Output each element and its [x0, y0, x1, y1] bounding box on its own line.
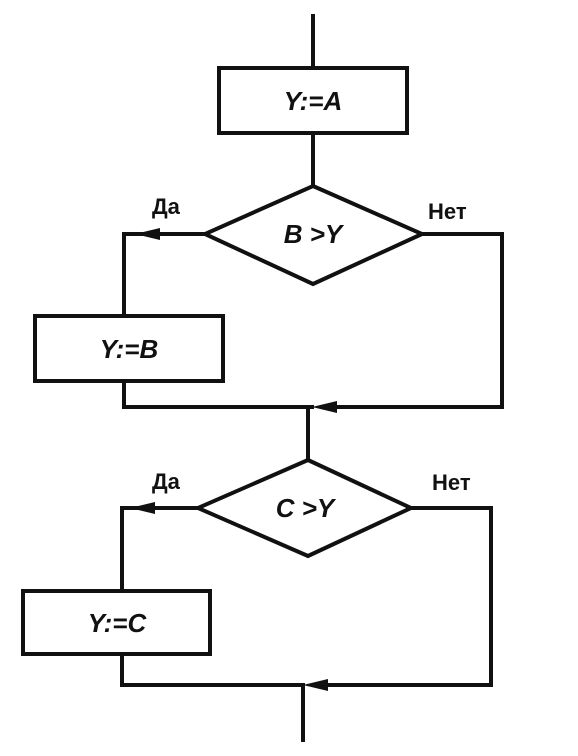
no-label-2: Нет	[432, 470, 471, 495]
decision-diamond-1	[200, 183, 427, 287]
process-label-assign-c: Y:=C	[88, 608, 148, 638]
decision-diamond-2	[192, 457, 416, 559]
process-label-assign-b: Y:=B	[100, 334, 159, 364]
arrowhead-merge-1	[312, 401, 337, 413]
no-label-1: Нет	[428, 199, 467, 224]
arrowhead-merge-2	[303, 679, 328, 691]
no-line-1	[332, 232, 504, 409]
decision-label-2: C >Y	[276, 493, 337, 523]
merge-line-2	[120, 654, 305, 687]
decision-label-1: B >Y	[284, 219, 345, 249]
yes-line-2-down	[120, 506, 146, 591]
process-label-assign-a: Y:=A	[284, 86, 343, 116]
process-box-assign-c	[21, 589, 212, 656]
yes-label-2: Да	[152, 469, 181, 494]
process-box-assign-b	[33, 314, 225, 383]
no-line-2	[323, 506, 493, 687]
merge-line-1	[122, 381, 314, 409]
yes-label-1: Да	[152, 194, 181, 219]
yes-line-1-down	[122, 232, 151, 316]
